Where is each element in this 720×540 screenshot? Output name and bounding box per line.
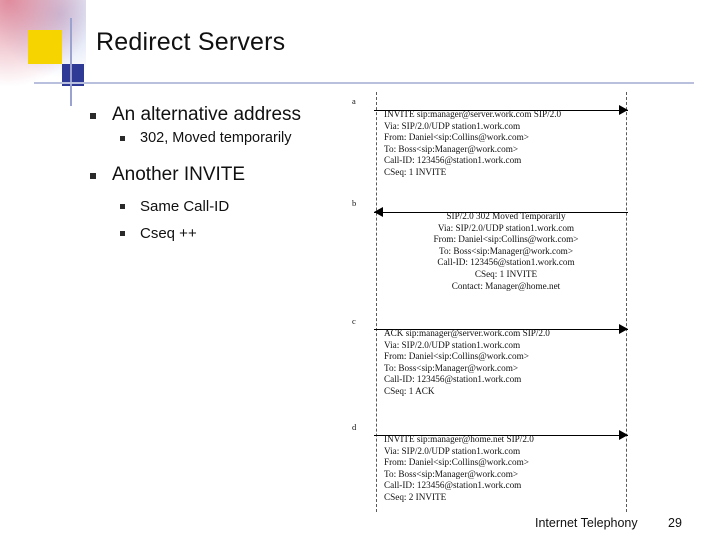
arrow-line (374, 329, 628, 330)
bullet-square-icon (90, 113, 96, 119)
decorative-vertical-line (70, 18, 72, 106)
step-label-d: d (352, 422, 357, 432)
lifeline-left (376, 92, 377, 512)
bullet-text: 302, Moved temporarily (140, 130, 292, 146)
bullet-text: An alternative address (112, 104, 302, 125)
footer-label: Internet Telephony (535, 516, 638, 530)
arrow-line (374, 110, 628, 111)
arrow-head-right-icon (619, 430, 628, 440)
page-number: 29 (668, 516, 682, 530)
bullet-item-3: Another INVITE (84, 164, 384, 186)
message-d: INVITE sip:manager@home.net SIP/2.0 Via:… (384, 434, 534, 502)
arrow-head-right-icon (619, 324, 628, 334)
arrow-head-right-icon (619, 105, 628, 115)
step-label-c: c (352, 316, 356, 326)
title-divider (34, 82, 694, 84)
page-title: Redirect Servers (96, 28, 286, 56)
arrow-line (374, 212, 628, 213)
bullet-item-1: An alternative address (84, 104, 384, 126)
sip-sequence-diagram: a INVITE sip:manager@server.work.com SIP… (348, 92, 678, 512)
bullet-square-icon (120, 136, 125, 141)
bullet-list: An alternative address 302, Moved tempor… (84, 104, 384, 244)
bullet-square-icon (120, 204, 125, 209)
arrow-d (374, 429, 628, 441)
bullet-square-icon (120, 231, 125, 236)
bullet-text: Same Call-ID (140, 198, 230, 215)
bullet-square-icon (90, 173, 96, 179)
bullet-item-2: 302, Moved temporarily (84, 130, 384, 146)
arrow-line (374, 435, 628, 436)
decorative-yellow-square (28, 30, 62, 64)
step-label-b: b (352, 198, 357, 208)
bullet-text: Another INVITE (112, 164, 246, 185)
message-b: SIP/2.0 302 Moved Temporarily Via: SIP/2… (433, 211, 579, 291)
step-label-a: a (352, 96, 356, 106)
arrow-c (374, 323, 628, 335)
message-a: INVITE sip:manager@server.work.com SIP/2… (384, 109, 562, 177)
bullet-item-5: Cseq ++ (84, 225, 384, 242)
decorative-blue-square (62, 64, 84, 86)
bullet-text: Cseq ++ (140, 225, 197, 242)
bullet-item-4: Same Call-ID (84, 198, 384, 215)
arrow-head-left-icon (374, 207, 383, 217)
arrow-a (374, 104, 628, 116)
lifeline-right (626, 92, 627, 512)
message-c: ACK sip:manager@server.work.com SIP/2.0 … (384, 328, 550, 396)
arrow-b (374, 206, 628, 218)
